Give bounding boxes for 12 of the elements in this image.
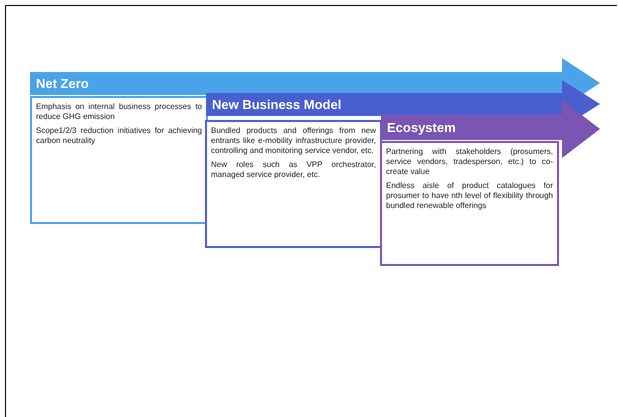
description-text: Scope1/2/3 reduction initiatives for achieving carbon neutrality: [36, 126, 202, 146]
description-text: Partnering with stakeholders (prosumers, service vendors, tradesperson, etc.) to co-create value: [386, 147, 553, 177]
description-text: Emphasis on internal business processes to reduce GHG emission: [36, 102, 202, 122]
text-box: [380, 141, 559, 266]
stage-title: Net Zero: [36, 76, 89, 92]
stage-title: Ecosystem: [387, 120, 456, 136]
description-text: Bundled products and offerings from new entrants like e-mobility infrastructure provider, controlling and monitoring service vendor, etc.: [211, 126, 376, 156]
text-box: [205, 120, 382, 248]
text-box: [30, 96, 208, 224]
description-text: New roles such as VPP orchestrator, managed service provider, etc.: [211, 160, 376, 180]
description-text: Endless aisle of product catalogues for prosumer to have nth level of flexibility through bundled renewable offerings: [386, 181, 553, 211]
stage-title: New Business Model: [212, 96, 342, 112]
